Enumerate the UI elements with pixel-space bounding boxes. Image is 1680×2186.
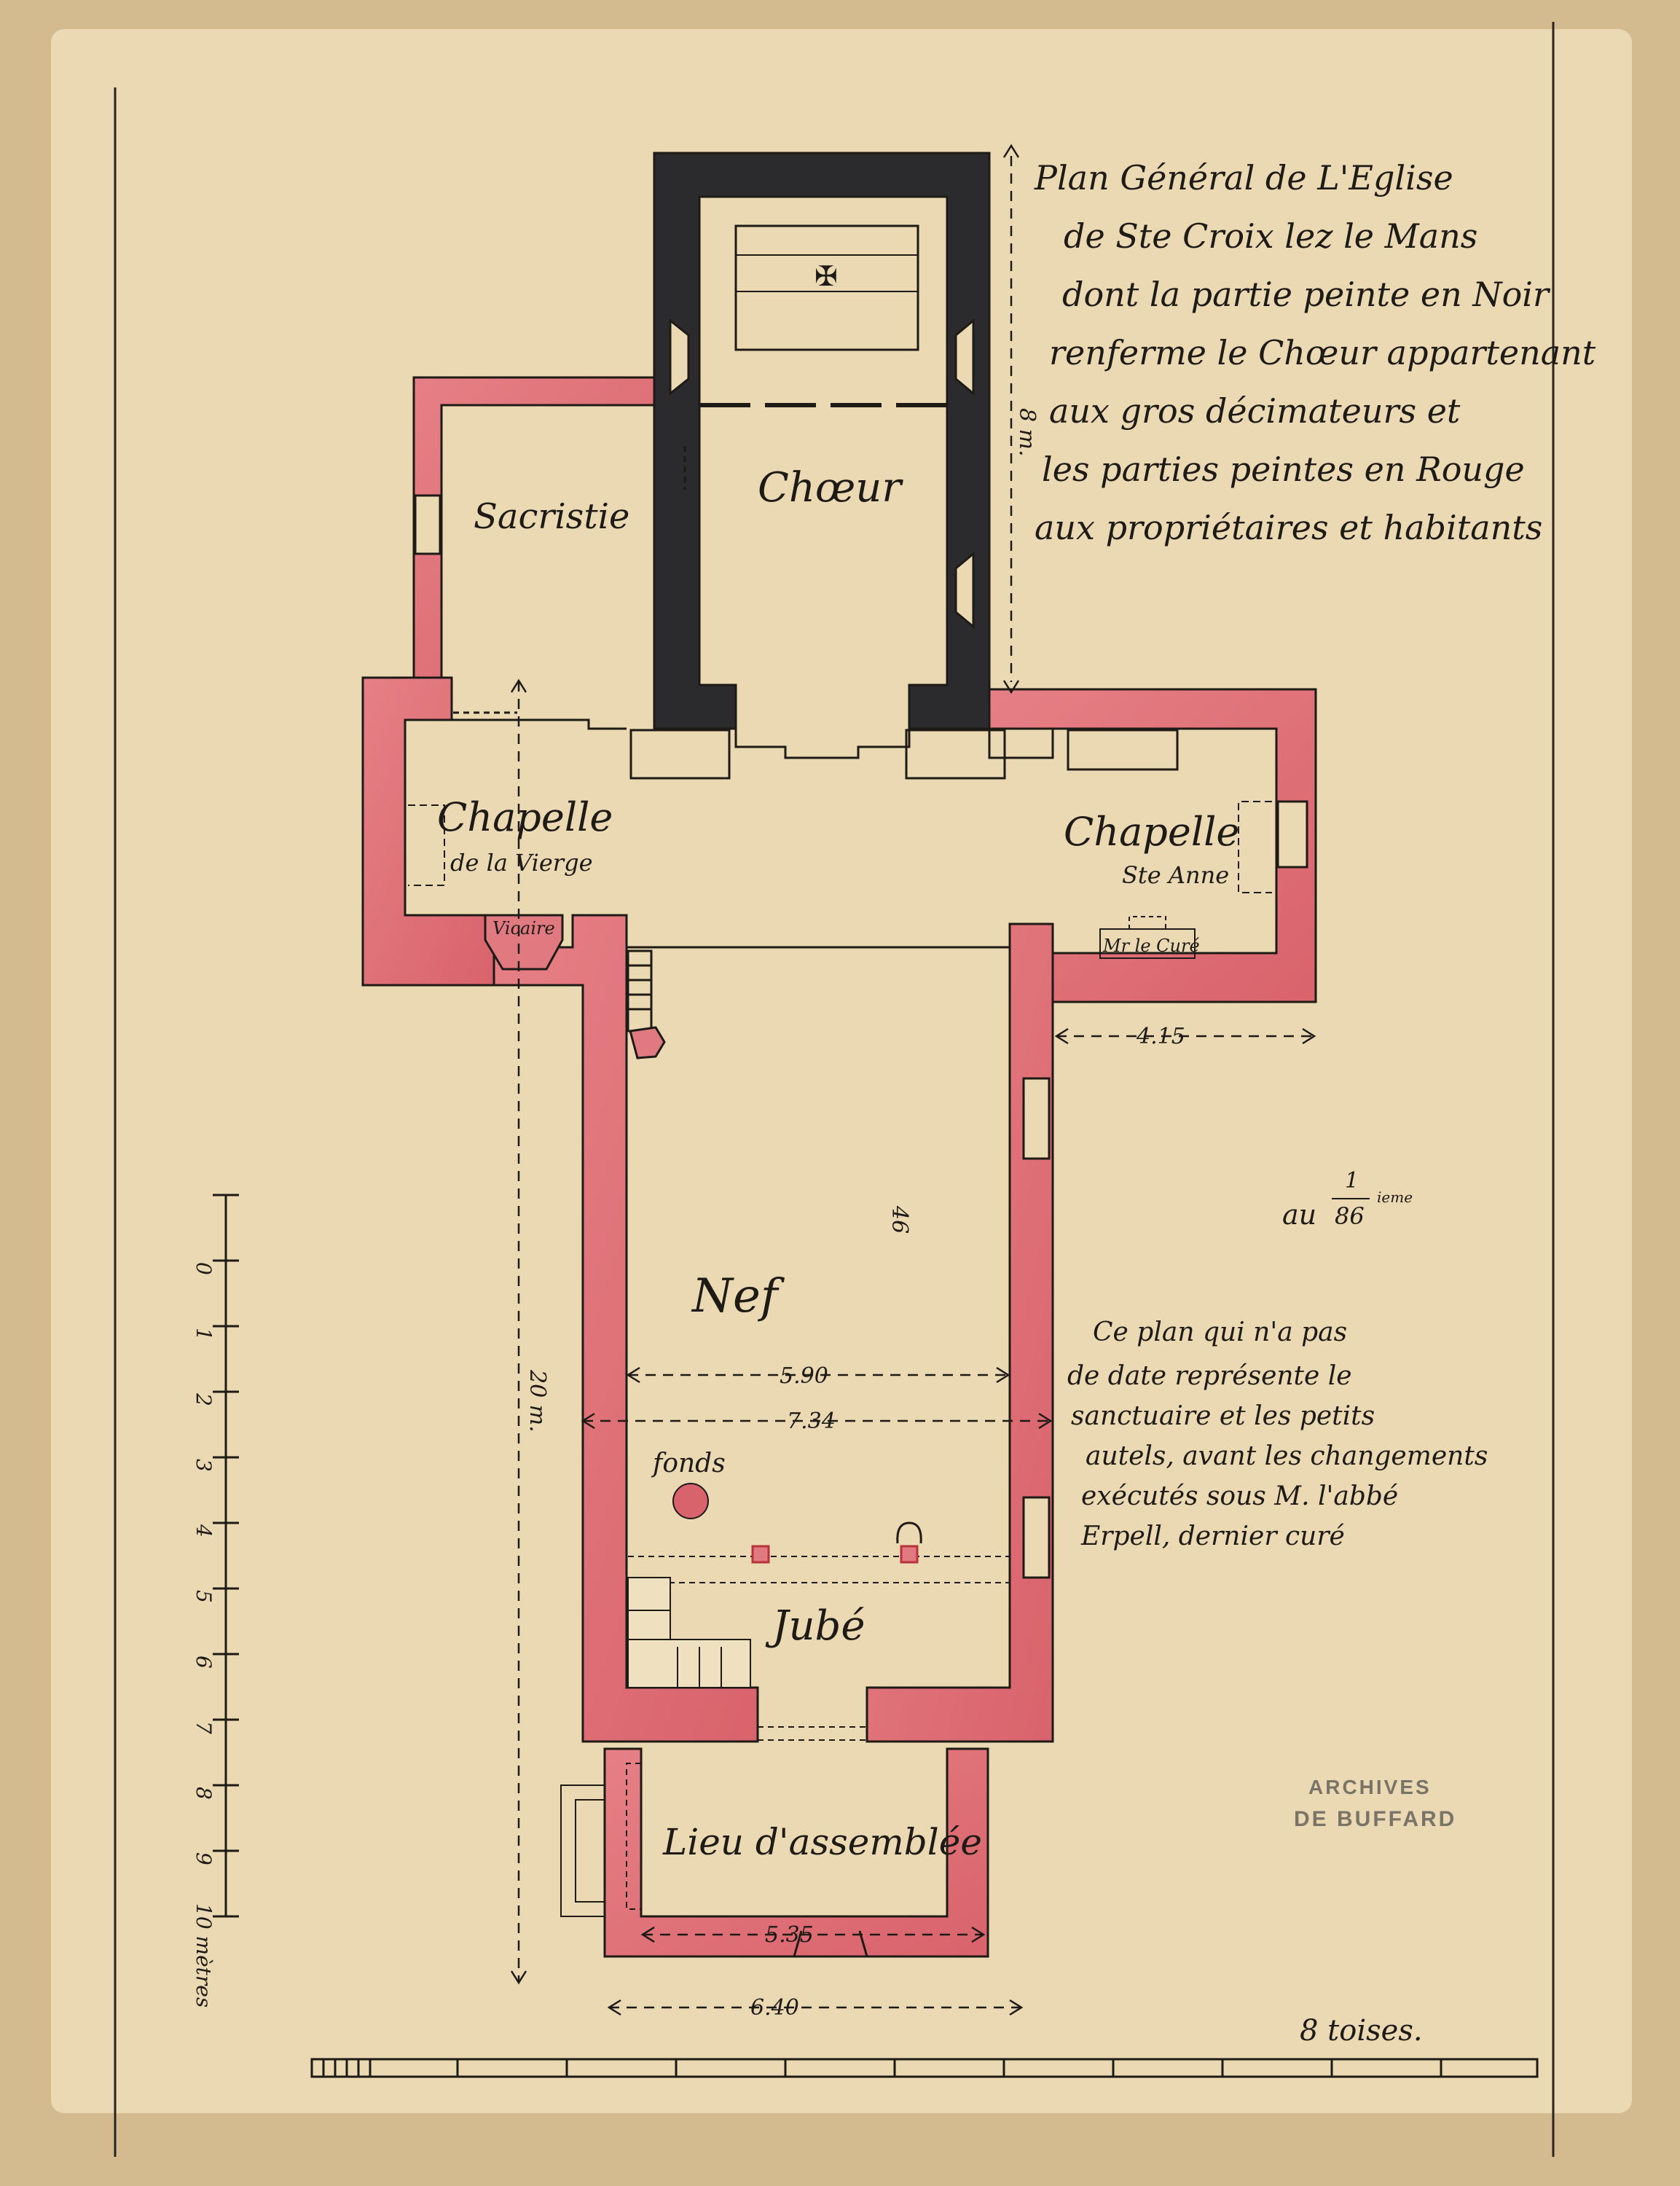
- scale-denominator: 86: [1335, 1202, 1365, 1230]
- scale-prefix: au: [1282, 1199, 1316, 1231]
- title-line-2: de Ste Croix lez le Mans: [1064, 216, 1477, 256]
- label-chapelle-anne: Chapelle: [1064, 809, 1239, 855]
- scale-tick-5: 5: [192, 1590, 216, 1603]
- pencil-number: 46: [887, 1205, 912, 1234]
- archive-note: Ce plan qui n'a pas de date représente l…: [1067, 1317, 1488, 1551]
- scale-tick-8: 8: [192, 1787, 216, 1800]
- vicaire-seat: [484, 914, 564, 971]
- paper-sheet: [51, 29, 1632, 2113]
- label-choeur: Chœur: [758, 464, 903, 512]
- jube-pier-1: [751, 1545, 770, 1564]
- choir-window-east: [954, 318, 975, 396]
- dim-assembly-inner: 5.35: [765, 1922, 814, 1948]
- sacristy-window: [414, 494, 441, 555]
- red-walls: [361, 376, 1317, 1958]
- room-labels: Chœur Sacristie Chapelle de la Vierge Ch…: [437, 464, 1239, 1863]
- label-cure: Mr le Curé: [1102, 936, 1200, 956]
- dim-nave-outer: 7.34: [787, 1409, 836, 1434]
- side-altar-3: [1067, 729, 1179, 771]
- label-de-la-vierge: de la Vierge: [450, 849, 593, 877]
- dim-choir-height: 8 m.: [1014, 408, 1040, 457]
- scale-tick-0: 0: [192, 1262, 216, 1275]
- scale-tick-6: 6: [192, 1656, 216, 1669]
- pulpit: [629, 1026, 666, 1059]
- dim-assembly-outer: 6.40: [750, 1995, 799, 2021]
- stamp-line-2: DE BUFFARD: [1294, 1807, 1456, 1831]
- scale-tick-10: 10 mètres: [192, 1903, 216, 2007]
- horizontal-scale: [310, 2058, 1539, 2078]
- dimension-labels: 8 m. 4.15 20 m. 5.90 7.34 5.35 6.40 46: [525, 408, 1185, 2021]
- label-chapelle-vierge: Chapelle: [437, 794, 613, 840]
- high-altar: [734, 224, 919, 351]
- cure-seat: [1099, 928, 1196, 959]
- jube-stair: [627, 1577, 751, 1688]
- side-altar-2: [905, 729, 1006, 780]
- label-jube: Jubé: [765, 1602, 865, 1650]
- note-line-5: exécutés sous M. l'abbé: [1081, 1481, 1398, 1511]
- font-holder-icon: [896, 1521, 922, 1544]
- scale-tick-1: 1: [192, 1328, 216, 1341]
- note-line-1: Ce plan qui n'a pas: [1093, 1317, 1347, 1347]
- scale-tick-3: 3: [192, 1459, 216, 1472]
- dimension-lines: [510, 144, 1316, 2016]
- label-vicaire: Vicaire: [492, 918, 555, 939]
- note-line-3: sanctuaire et les petits: [1071, 1401, 1375, 1431]
- vertical-scale: [213, 1194, 239, 1918]
- title-line-1: Plan Général de L'Eglise: [1034, 158, 1453, 197]
- nave-window-2: [1022, 1496, 1051, 1579]
- choir-window-east-2: [954, 551, 975, 630]
- note-line-6: Erpell, dernier curé: [1080, 1521, 1345, 1551]
- archives-stamp: ARCHIVES DE BUFFARD: [1294, 1776, 1456, 1831]
- title-line-3: dont la partie peinte en Noir: [1062, 275, 1551, 314]
- horizontal-scale-label: 8 toises.: [1300, 2014, 1423, 2048]
- baptismal-font: [672, 1483, 709, 1519]
- dim-nave-inner: 5.90: [780, 1363, 828, 1389]
- chapel-anne-window: [1276, 800, 1308, 869]
- transept-walls: [361, 676, 495, 987]
- title-block: Plan Général de L'Eglise de Ste Croix le…: [1034, 158, 1596, 547]
- stamp-line-1: ARCHIVES: [1308, 1776, 1432, 1798]
- title-line-5: aux gros décimateurs et: [1049, 391, 1461, 431]
- title-line-4: renferme le Chœur appartenant: [1049, 333, 1596, 372]
- choir-window-west: [669, 318, 690, 396]
- scale-numerator: 1: [1345, 1168, 1359, 1194]
- label-nef: Nef: [691, 1269, 785, 1323]
- nave-window-1: [1022, 1077, 1051, 1160]
- scale-tick-4: 4: [192, 1524, 216, 1537]
- dim-nave-length: 20 m.: [525, 1369, 550, 1433]
- note-line-2: de date représente le: [1067, 1361, 1352, 1391]
- scale-tick-9: 9: [192, 1852, 216, 1865]
- note-line-4: autels, avant les changements: [1086, 1441, 1488, 1471]
- jube-pier-2: [900, 1545, 919, 1564]
- scale-tick-7: 7: [192, 1721, 216, 1734]
- altar-cross-icon: ✠: [815, 262, 838, 292]
- nave-east-wall: [865, 922, 1054, 1743]
- label-ste-anne: Ste Anne: [1122, 861, 1229, 889]
- label-fonds: fonds: [651, 1449, 726, 1478]
- scale-suffix: ieme: [1377, 1188, 1413, 1206]
- scale-tick-2: 2: [192, 1392, 216, 1406]
- title-line-6: les parties peintes en Rouge: [1042, 450, 1525, 489]
- title-line-7: aux propriétaires et habitants: [1035, 508, 1542, 547]
- label-lieu-assemblee: Lieu d'assemblée: [662, 1821, 982, 1863]
- vertical-scale-labels: 0 1 2 3 4 5 6 7 8 9 10 mètres: [192, 1262, 216, 2007]
- label-sacristie: Sacristie: [474, 496, 629, 537]
- side-altar-1: [629, 729, 731, 780]
- scale-note: au 1 86 ieme: [1282, 1168, 1413, 1231]
- plan-details: [405, 446, 1308, 1957]
- dim-chapel-width: 4.15: [1136, 1024, 1185, 1049]
